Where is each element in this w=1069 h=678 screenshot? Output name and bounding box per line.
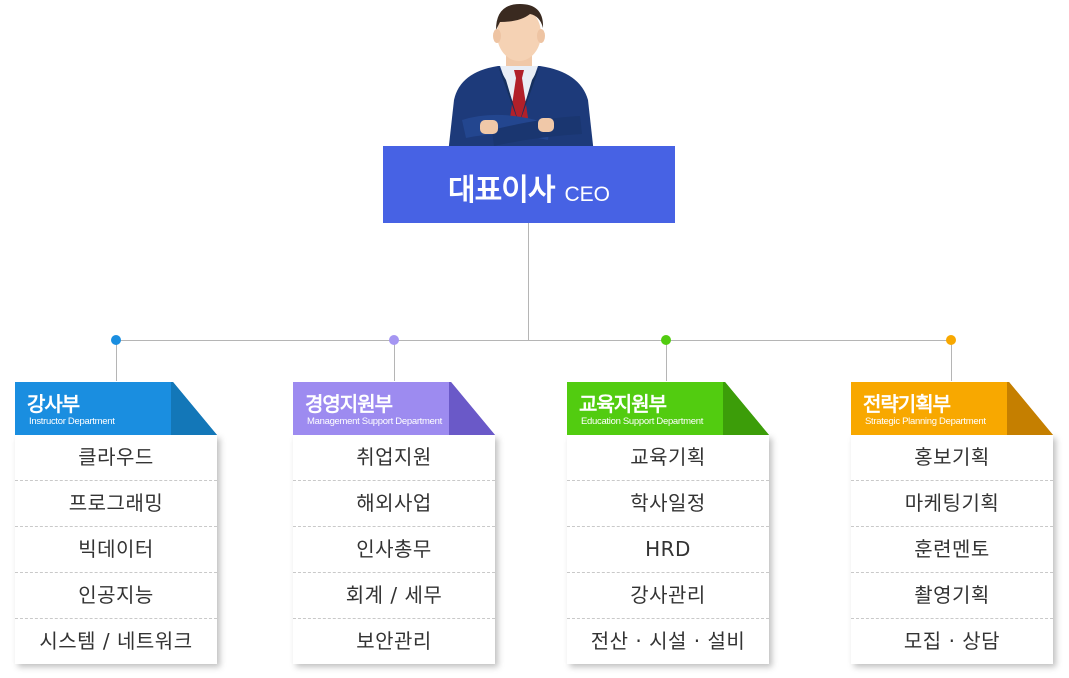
list-item: 훈련멘토 <box>851 527 1053 573</box>
department-name: 강사부 <box>27 392 80 416</box>
department-education-support: 교육지원부 Education Support Department 교육기획 … <box>567 382 769 664</box>
department-name: 교육지원부 <box>579 392 667 416</box>
department-header: 강사부 Instructor Department <box>15 382 217 435</box>
list-item: HRD <box>567 527 769 573</box>
department-item-list: 클라우드 프로그래밍 빅데이터 인공지능 시스템 / 네트워크 <box>15 435 217 664</box>
connector-dot-2 <box>389 335 399 345</box>
list-item: 해외사업 <box>293 481 495 527</box>
department-header: 전략기획부 Strategic Planning Department <box>851 382 1053 435</box>
department-name-en: Management Support Department <box>307 416 442 427</box>
drop-line-1 <box>116 341 117 381</box>
department-instructor: 강사부 Instructor Department 클라우드 프로그래밍 빅데이… <box>15 382 217 664</box>
list-item: 보안관리 <box>356 629 432 653</box>
list-item: 홍보기획 <box>851 435 1053 481</box>
department-name: 경영지원부 <box>305 392 393 416</box>
list-item: 촬영기획 <box>851 573 1053 619</box>
department-name-en: Education Support Department <box>581 416 704 427</box>
ceo-subtitle: CEO <box>564 183 610 206</box>
department-header: 교육지원부 Education Support Department <box>567 382 769 435</box>
list-item: 취업지원 <box>293 435 495 481</box>
ceo-box: 대표이사 CEO <box>383 146 675 223</box>
department-name-en: Strategic Planning Department <box>865 416 986 427</box>
list-item: 모집 · 상담 <box>903 629 1001 653</box>
department-item-list: 교육기획 학사일정 HRD 강사관리 전산 · 시설 · 설비 <box>567 435 769 664</box>
connector-dot-3 <box>661 335 671 345</box>
list-item: 강사관리 <box>567 573 769 619</box>
connector-dot-4 <box>946 335 956 345</box>
list-item: 시스템 / 네트워크 <box>39 629 193 653</box>
ceo-connector-line <box>528 223 529 341</box>
connector-dot-1 <box>111 335 121 345</box>
department-connector-line <box>116 340 952 341</box>
drop-line-3 <box>666 341 667 381</box>
department-name: 전략기획부 <box>863 392 951 416</box>
ceo-avatar-icon <box>440 0 600 172</box>
department-item-list: 취업지원 해외사업 인사총무 회계 / 세무 보안관리 <box>293 435 495 664</box>
drop-line-4 <box>951 341 952 381</box>
list-item: 교육기획 <box>567 435 769 481</box>
ceo-title: 대표이사 <box>448 173 555 208</box>
list-item: 빅데이터 <box>15 527 217 573</box>
list-item: 학사일정 <box>567 481 769 527</box>
department-management-support: 경영지원부 Management Support Department 취업지원… <box>293 382 495 664</box>
department-item-list: 홍보기획 마케팅기획 훈련멘토 촬영기획 모집 · 상담 <box>851 435 1053 664</box>
list-item: 클라우드 <box>15 435 217 481</box>
list-item: 인사총무 <box>293 527 495 573</box>
list-item: 인공지능 <box>15 573 217 619</box>
department-name-en: Instructor Department <box>29 416 115 427</box>
list-item: 회계 / 세무 <box>293 573 495 619</box>
list-item: 프로그래밍 <box>15 481 217 527</box>
drop-line-2 <box>394 341 395 381</box>
list-item: 전산 · 시설 · 설비 <box>590 629 746 653</box>
department-header: 경영지원부 Management Support Department <box>293 382 495 435</box>
list-item: 마케팅기획 <box>851 481 1053 527</box>
department-strategic-planning: 전략기획부 Strategic Planning Department 홍보기획… <box>851 382 1053 664</box>
